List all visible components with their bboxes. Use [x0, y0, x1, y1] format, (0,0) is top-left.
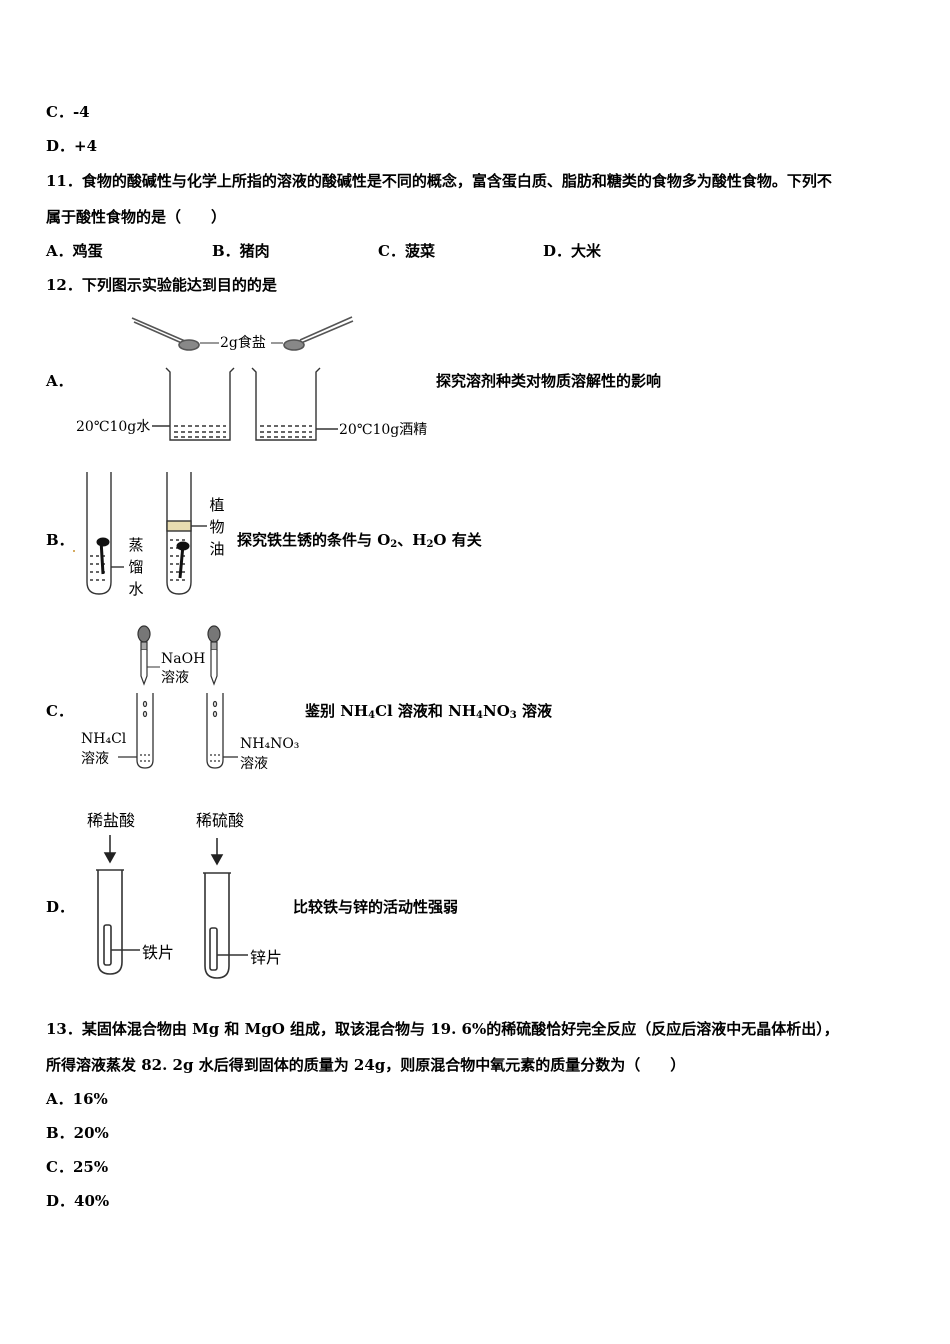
spoon-right-icon: [283, 316, 354, 351]
q12-d-description: 比较铁与锌的活动性强弱: [293, 898, 459, 916]
q12-stem: 12．下列图示实验能达到目的的是: [46, 276, 277, 294]
test-tube-d-left-icon: [96, 869, 140, 975]
q13-stem-line2: 所得溶液蒸发 82. 2g 水后得到固体的质量为 24g，则原混合物中氧元素的质…: [46, 1056, 686, 1074]
beaker-left-icon: [152, 367, 235, 441]
nail-left-icon: [96, 537, 110, 575]
distilled-water-char-1: 蒸: [128, 536, 144, 554]
vegetable-oil-char-3: 油: [209, 540, 225, 558]
naoh-label-line1: NaOH: [161, 651, 206, 667]
option-c-prev: C．-4: [46, 103, 90, 121]
arrow-down-left-icon: [103, 835, 117, 864]
q12-b-description: 探究铁生锈的条件与 O2、H2O 有关: [237, 531, 482, 550]
q13-option-d: D．40%: [46, 1192, 110, 1210]
nh4no3-label-line1: NH₄NO₃: [240, 736, 300, 752]
dropper-right-icon: [207, 625, 221, 686]
naoh-label-line2: 溶液: [161, 670, 189, 686]
vegetable-oil-char-2: 物: [209, 518, 225, 536]
zinc-strip-label: 锌片: [250, 948, 283, 967]
q12-b-diagram: [73, 472, 207, 595]
iron-strip-label: 铁片: [142, 943, 175, 962]
test-tube-left-icon: [86, 472, 124, 595]
distilled-water-char-3: 水: [128, 580, 144, 598]
salt-label: 2g食盐: [220, 335, 266, 351]
dilute-h2so4-label: 稀硫酸: [196, 811, 245, 830]
q11-stem-line2: 属于酸性食物的是（ ）: [46, 208, 227, 226]
q11-option-b: B．猪肉: [212, 242, 270, 260]
q11-option-c: C．菠菜: [378, 242, 435, 260]
q11-option-d: D．大米: [543, 242, 602, 260]
q12-c-description: 鉴别 NH4Cl 溶液和 NH4NO3 溶液: [305, 702, 552, 721]
arrow-down-right-icon: [210, 838, 224, 866]
dilute-hcl-label: 稀盐酸: [87, 811, 136, 830]
q11-option-a: A．鸡蛋: [46, 242, 103, 260]
q12-c-letter: C．: [46, 702, 73, 720]
q13-option-a: A．16%: [46, 1090, 108, 1108]
nh4cl-label-line1: NH₄Cl: [81, 731, 127, 747]
test-tube-d-right-icon: [203, 872, 248, 979]
water-label: 20℃10g水: [76, 419, 151, 435]
beaker-right-icon: [251, 367, 338, 441]
alcohol-label: 20℃10g酒精: [339, 422, 428, 438]
q13-option-c: C．25%: [46, 1158, 109, 1176]
q12-b-letter: B．: [46, 531, 74, 549]
q12-a-diagram: [131, 316, 354, 441]
test-tube-c-right-icon: [206, 693, 238, 769]
q12-a-letter: A．: [46, 372, 73, 390]
option-d-prev: D．+4: [46, 137, 98, 155]
distilled-water-char-2: 馏: [128, 558, 144, 576]
nail-right-icon: [176, 541, 190, 579]
q11-stem-line1: 11．食物的酸碱性与化学上所指的溶液的酸碱性是不同的概念，富含蛋白质、脂肪和糖类…: [46, 172, 832, 190]
nh4cl-label-line2: 溶液: [81, 751, 109, 767]
q13-stem-line1: 13．某固体混合物由 Mg 和 MgO 组成，取该混合物与 19. 6%的稀硫酸…: [46, 1020, 839, 1038]
q12-c-diagram: [118, 625, 238, 769]
q12-d-letter: D．: [46, 898, 75, 916]
q12-d-diagram: [96, 835, 248, 979]
spoon-left-icon: [131, 317, 200, 351]
vegetable-oil-char-1: 植: [209, 496, 225, 514]
q13-option-b: B．20%: [46, 1124, 109, 1142]
nh4no3-label-line2: 溶液: [240, 756, 268, 772]
q12-a-description: 探究溶剂种类对物质溶解性的影响: [436, 372, 662, 390]
test-tube-c-left-icon: [118, 693, 154, 769]
